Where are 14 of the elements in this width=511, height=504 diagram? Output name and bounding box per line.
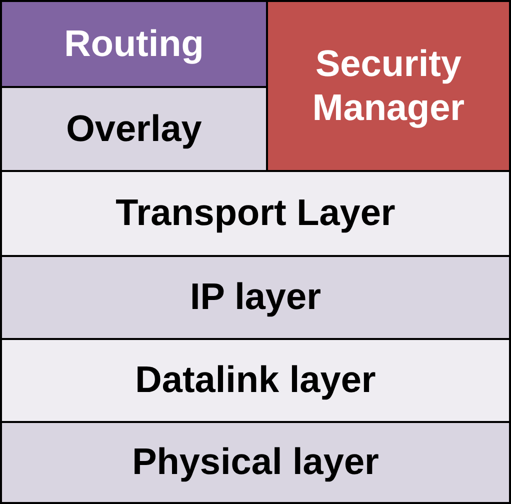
layer-band — [0, 170, 511, 257]
layer-label: Overlay — [66, 106, 202, 151]
overlay-block — [0, 86, 268, 172]
layer-label: Datalink layer — [135, 358, 376, 402]
layer-band — [0, 421, 511, 504]
layer-band — [0, 338, 511, 423]
layer-label: Security Manager — [311, 42, 466, 130]
layer-band — [0, 255, 511, 340]
security-manager-block — [266, 0, 511, 172]
layer-label: Physical layer — [132, 440, 379, 484]
layer-label: Routing — [64, 22, 204, 66]
layer-label: Transport Layer — [116, 191, 396, 236]
layer-label: IP layer — [190, 275, 321, 320]
routing-block — [0, 0, 268, 88]
